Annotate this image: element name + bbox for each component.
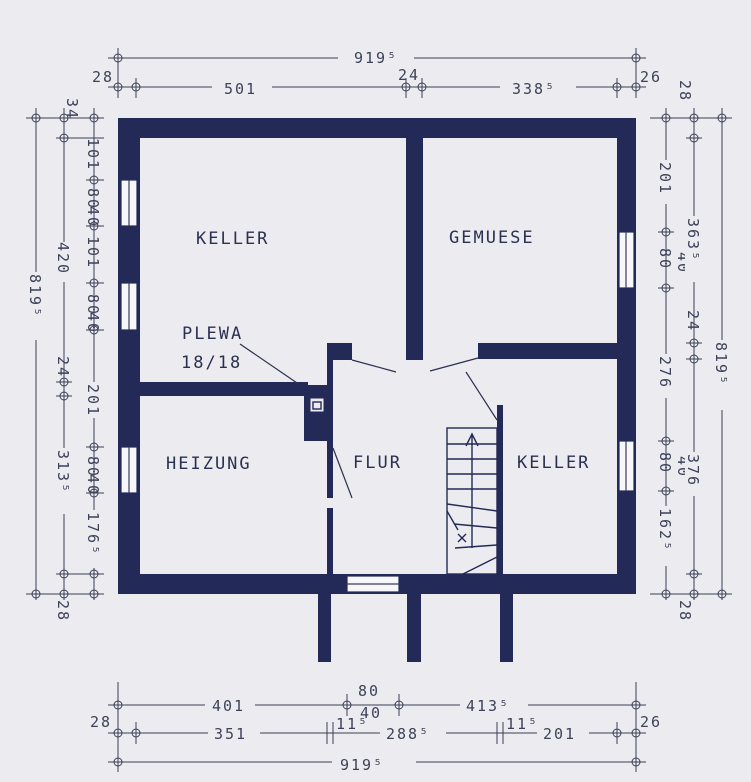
windows: [120, 179, 635, 593]
foundation-strip-2: [407, 594, 421, 662]
wall-keller-heizung: [140, 382, 308, 396]
dim-left-40b: 40: [84, 312, 102, 334]
wall-north: [118, 118, 636, 138]
dim-bottom-span-a: 401: [212, 697, 245, 715]
wall-flur-west-lower: [327, 508, 333, 574]
doors: [239, 343, 498, 499]
dim-bottom-overall: 919⁵: [340, 756, 384, 774]
dim-left-420: 420: [54, 242, 72, 275]
dim-left-101b: 101: [84, 236, 102, 269]
room-label-gemuese: GEMUESE: [449, 228, 535, 248]
dim-left-top-edge: 34: [63, 98, 81, 120]
bottom-dimensions: 401 80 40 413⁵ 28 351 11⁵ 288⁵ 11⁵ 201 2…: [90, 682, 662, 774]
door-heizung: [332, 447, 353, 499]
foundation-strip-3: [500, 594, 513, 662]
dim-left-80b: 80: [84, 294, 102, 316]
dim-left-overall: 819⁵: [26, 274, 44, 318]
dim-bottom-sub-a: 351: [214, 725, 247, 743]
dim-bottom-wall-a: 11⁵: [336, 715, 369, 733]
dim-right-276: 276: [656, 356, 674, 389]
wall-gemuese-keller: [478, 343, 617, 359]
room-label-heizung: HEIZUNG: [166, 454, 252, 474]
foundation-strip-1: [318, 594, 331, 662]
door-keller-se: [465, 371, 498, 421]
left-dimensions: 34 101 80 40 101 420 80 40 819⁵ 24 201 3…: [26, 98, 104, 622]
dim-left-80a: 80: [84, 188, 102, 210]
dim-top-overall: 919⁵: [354, 49, 398, 67]
dim-left-101a: 101: [84, 138, 102, 171]
dim-bottom-opening-40: 40: [360, 704, 382, 722]
dim-right-overall: 819⁵: [712, 342, 730, 386]
room-label-keller-nw: KELLER: [196, 229, 269, 249]
dim-right-80a: 80: [656, 248, 674, 270]
dim-left-201: 201: [84, 384, 102, 417]
door-gemuese: [429, 357, 479, 372]
dim-right-376: 376: [684, 454, 702, 487]
wall-flur-west: [327, 343, 333, 498]
annotation-plewa: PLEWA: [182, 324, 243, 344]
dim-right-24: 24: [684, 310, 702, 332]
dim-top-left-edge: 28: [92, 68, 114, 86]
dim-right-80b: 80: [656, 452, 674, 474]
dim-right-bottom-edge: 28: [676, 600, 694, 622]
dim-right-201: 201: [656, 162, 674, 195]
dim-top-right-edge: 26: [640, 68, 662, 86]
wall-flur-nw-stub: [327, 343, 352, 360]
dim-right-1625: 162⁵: [656, 508, 674, 552]
dim-right-3635: 363⁵: [684, 218, 702, 262]
chimney-flue-inner: [312, 401, 322, 410]
dim-bottom-opening-80: 80: [358, 682, 380, 700]
dim-bottom-left-edge: 28: [90, 713, 112, 731]
chimney-plewa: [304, 385, 328, 441]
dim-left-40a: 40: [84, 206, 102, 228]
door-keller-nw: [351, 359, 397, 373]
staircase: [446, 427, 498, 575]
dim-bottom-sub-b: 288⁵: [386, 725, 430, 743]
dim-bottom-sub-c: 201: [543, 725, 576, 743]
annotation-plewa-size: 18/18: [181, 353, 242, 373]
dim-top-left-span: 501: [224, 80, 257, 98]
dim-right-top-edge: 28: [676, 80, 694, 102]
plewa-leader-line: [239, 343, 301, 386]
dim-left-3135: 313⁵: [54, 450, 72, 494]
dim-left-1765: 176⁵: [84, 512, 102, 556]
dim-top-middle: 24: [398, 66, 420, 84]
dim-top-right-span: 338⁵: [512, 80, 556, 98]
stair-arrowhead: [465, 432, 479, 447]
wall-east: [617, 118, 636, 594]
room-label-flur: FLUR: [353, 453, 402, 473]
dim-left-80c: 80: [84, 456, 102, 478]
stair-outline: [446, 427, 498, 575]
dim-bottom-right-edge: 26: [640, 713, 662, 731]
wall-flur-east: [497, 405, 503, 574]
dim-left-24: 24: [54, 356, 72, 378]
dim-bottom-span-b: 413⁵: [466, 697, 510, 715]
dim-left-bottom-edge: 28: [54, 600, 72, 622]
top-dimensions: 919⁵ 28 501 24 338⁵ 26: [92, 46, 662, 98]
wall-center-vertical: [406, 138, 423, 360]
dim-left-40c: 40: [84, 474, 102, 496]
dim-bottom-wall-b: 11⁵: [506, 715, 539, 733]
room-label-keller-se: KELLER: [517, 453, 590, 473]
right-dimensions: 28 201 80 40 363⁵ 24 276 819⁵ 80 40 376 …: [650, 80, 732, 622]
